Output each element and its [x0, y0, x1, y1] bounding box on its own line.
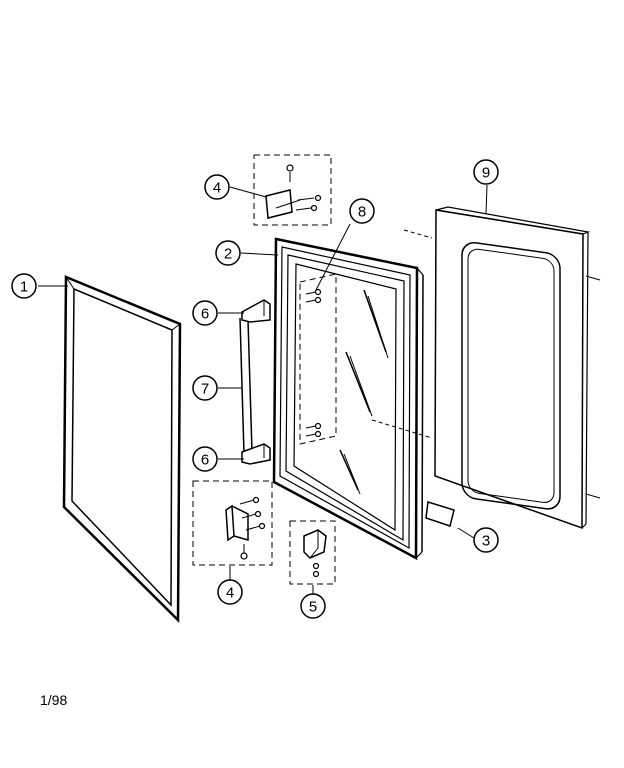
callout-label-8: 8 [358, 204, 366, 221]
part-1-gasket [62, 275, 182, 623]
callout-label-1: 1 [20, 279, 28, 296]
callout-label-3: 3 [482, 533, 490, 550]
part-5-bracket [289, 520, 336, 585]
leader-lines [38, 184, 488, 594]
callout-4-upper [204, 174, 230, 200]
callout-4-lower [217, 579, 243, 605]
callout-8 [349, 198, 375, 224]
callout-9 [473, 159, 499, 185]
callout-label-4-upper: 4 [213, 180, 221, 197]
part-7-handle [239, 317, 253, 455]
callout-labels: 1 2 3 4 4 5 6 6 7 8 9 [20, 165, 490, 616]
part-4-lower-hinge [192, 480, 273, 566]
callout-6-lower [192, 446, 218, 472]
callout-1 [11, 273, 37, 299]
callout-3 [473, 527, 499, 553]
callout-label-2: 2 [224, 246, 232, 263]
callout-label-7: 7 [201, 381, 209, 398]
part-6-handle-caps [241, 299, 271, 465]
callout-7 [192, 375, 218, 401]
part-9-cabinet-frame [434, 206, 591, 530]
callout-circles [11, 159, 499, 619]
part-3-plug [425, 501, 455, 527]
part-8-screws [299, 273, 337, 445]
part-2-door-frame [272, 237, 424, 561]
callout-label-9: 9 [482, 165, 490, 182]
document-code: 1/98 [40, 692, 68, 708]
callout-label-5: 5 [309, 599, 317, 616]
callout-label-4-lower: 4 [226, 585, 234, 602]
callout-label-6-lower: 6 [201, 452, 209, 469]
callout-2 [215, 240, 241, 266]
callout-label-6-upper: 6 [201, 306, 209, 323]
part-4-upper-hinge [253, 154, 332, 226]
callout-5 [300, 593, 326, 619]
callout-6-upper [192, 300, 218, 326]
alignment-marks [371, 229, 601, 499]
